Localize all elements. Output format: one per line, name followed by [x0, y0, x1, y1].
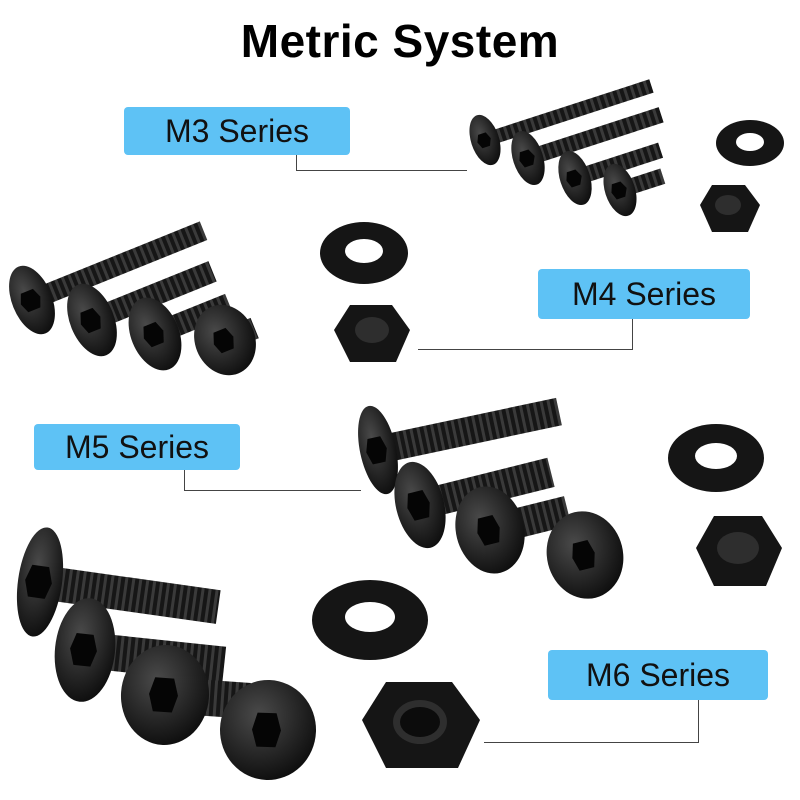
- leader-line-m6: [484, 700, 699, 743]
- m3-screws: [469, 79, 666, 217]
- countersunk-screw-icon: [455, 486, 572, 574]
- countersunk-screw-icon: [194, 304, 259, 376]
- leader-line-m3: [296, 155, 467, 171]
- washer-icon: [716, 120, 784, 166]
- m4-screws: [9, 221, 259, 376]
- hex-nut-icon: [362, 682, 480, 768]
- label-m3-series: M3 Series: [124, 107, 350, 155]
- page-title: Metric System: [240, 15, 560, 67]
- countersunk-screw-icon: [9, 221, 208, 335]
- label-m4-series: M4 Series: [538, 269, 750, 319]
- washer-icon: [320, 222, 408, 284]
- countersunk-screw-icon: [469, 79, 654, 166]
- countersunk-screw-icon: [546, 511, 624, 599]
- leader-line-m5: [184, 470, 361, 491]
- hex-nut-icon: [696, 516, 782, 586]
- countersunk-screw-icon: [67, 261, 217, 357]
- leader-line-m4: [418, 319, 633, 350]
- countersunk-screw-icon: [603, 163, 666, 217]
- countersunk-screw-icon: [16, 527, 221, 637]
- washer-icon: [312, 580, 428, 660]
- countersunk-screw-icon: [358, 397, 562, 495]
- hex-nut-icon: [700, 185, 760, 232]
- washer-icon: [668, 424, 764, 492]
- countersunk-screw-icon: [511, 107, 664, 186]
- countersunk-screw-icon: [219, 680, 317, 780]
- countersunk-screw-icon: [558, 142, 664, 206]
- m6-screws: [16, 527, 317, 780]
- m5-screws: [358, 397, 624, 599]
- label-m6-series: M6 Series: [548, 650, 768, 700]
- hex-nut-icon: [334, 305, 410, 362]
- label-m5-series: M5 Series: [34, 424, 240, 470]
